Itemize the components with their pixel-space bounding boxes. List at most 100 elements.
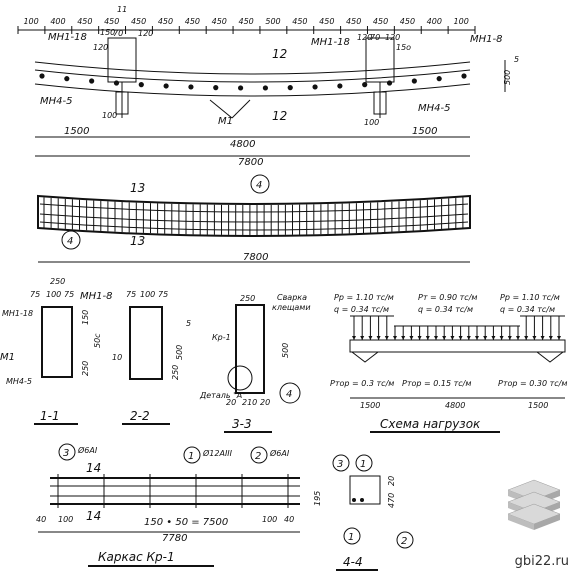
section-4-4-body: [349, 475, 381, 505]
sec44-callout-2: [396, 531, 414, 549]
top-dim-label: 450: [77, 17, 92, 26]
load-arrowhead: [458, 336, 463, 340]
label-mn1-18-left: МН1-18: [48, 32, 87, 43]
cage-dim-mid: 150 • 50 = 7500: [144, 517, 228, 528]
cage-label-2: Ø6АI: [269, 448, 290, 458]
dim-120-right: 120: [357, 33, 372, 42]
sec33-top-dim: 250: [240, 294, 255, 303]
label-mn1-8: МН1-8: [470, 34, 502, 45]
plate-right: [373, 91, 387, 115]
sec44-bar-dot-a: [352, 498, 356, 502]
load-p-left: Pр = 1.10 тс/м: [334, 293, 394, 302]
load-q-right: q = 0.34 тс/м: [500, 305, 555, 314]
plan-mesh: [39, 197, 469, 235]
cage-callout-1-label: 1: [188, 451, 194, 462]
section-1-1: 250 75 100 75 МН1-8 МН1-18 М1 МН4-5 150 …: [0, 277, 112, 425]
sec33-detail: Деталь "А": [199, 391, 246, 400]
label-m1: М1: [218, 116, 233, 127]
cage-title: Каркас Кр-1: [98, 550, 175, 564]
callout-4-upper: [250, 174, 270, 194]
top-dim-label: 450: [346, 17, 361, 26]
plan-outline: [37, 194, 471, 237]
load-ptr-left: Pтор = 0.3 тс/м: [330, 379, 394, 388]
load-arrowhead: [434, 336, 438, 340]
load-dim-1500-right: 1500: [528, 401, 548, 410]
sec11-dim-250: 250: [81, 361, 90, 376]
dim-120-left-b: 120: [138, 29, 153, 38]
beam-rebar-line: [34, 69, 471, 83]
load-arrowhead: [532, 336, 537, 340]
cage-label-3: Ø6АI: [77, 445, 98, 455]
top-dim-label: 450: [373, 17, 388, 26]
load-p-mid: Pт = 0.90 тс/м: [418, 293, 477, 302]
sec22-dim-250: 250: [171, 365, 180, 380]
section-4-4: 3 1 1 2 20 470 195 4-4: [313, 454, 414, 571]
sec33-bot-b: 210: [242, 398, 257, 407]
sec33-bot-c: 20: [260, 398, 270, 407]
sec11-dim-b: 100: [46, 290, 61, 299]
rebar-dot: [89, 78, 95, 84]
cage-label-14-upper: 14: [86, 461, 101, 475]
label-12-lower: 12: [272, 109, 287, 123]
dim-1500-left: 1500: [64, 126, 89, 137]
section-3-3: 250 Сварка клещами Кр-1 500 Деталь "А" 2…: [199, 293, 311, 433]
load-beam: [349, 339, 566, 353]
dim-7800-plan: 7800: [243, 252, 268, 263]
detail-a-circle: [227, 365, 253, 391]
label-mn4-5-left: МН4-5: [40, 96, 72, 107]
top-dim-label: 450: [400, 17, 415, 26]
site-watermark[interactable]: gbi22.ru: [514, 554, 569, 569]
rebar-dot: [337, 83, 343, 89]
rebar-dot: [213, 85, 219, 91]
dim-70-right: 70: [370, 33, 380, 42]
cage-kr1: 3 Ø6АI 1 Ø12АIII 2 Ø6АI 14 14 40 100 150…: [36, 443, 300, 567]
mesh-longitudinal: [39, 213, 469, 223]
sec11-mn1-18: МН1-18: [2, 309, 33, 318]
support-left: [350, 351, 380, 363]
load-arrowhead: [352, 336, 356, 340]
cage-dim-40-left: 40: [36, 515, 46, 524]
cage-dim-100-left: 100: [58, 515, 73, 524]
rebar-dot: [113, 80, 120, 86]
callout-4-upper-label: 4: [256, 180, 262, 191]
top-dim-label: 400: [50, 17, 65, 26]
sec33-kr1: Кр-1: [212, 333, 231, 342]
dim-100-left: 100: [102, 111, 117, 120]
top-dim-label: 450: [212, 17, 227, 26]
mesh-longitudinal: [39, 221, 469, 231]
rebar-dot: [312, 84, 318, 90]
load-arrowhead: [450, 336, 455, 340]
leader-m1-a: [209, 99, 233, 119]
label-11: 11: [117, 5, 127, 14]
load-ptr-mid: Pтор = 0.15 тс/м: [402, 379, 471, 388]
load-arrowhead: [401, 336, 406, 340]
label-mn1-18-right: МН1-18: [311, 37, 350, 48]
load-arrowhead: [475, 336, 479, 340]
top-dim-label: 450: [104, 17, 119, 26]
load-arrowhead: [466, 336, 471, 340]
sec44-bar-dot-b: [360, 498, 364, 502]
sec33-bot-a: 20: [226, 398, 236, 407]
top-dim-label: 400: [427, 17, 442, 26]
plate-left: [115, 91, 129, 115]
dim-120-right-b: 120: [385, 33, 400, 42]
top-dim-label: 500: [265, 17, 280, 26]
sec33-kleshami: клещами: [272, 303, 311, 312]
sec44-dim-470: 470: [387, 493, 396, 508]
top-dim-label: 450: [185, 17, 200, 26]
cage-dim-100-right: 100: [262, 515, 277, 524]
cage-callout-1: [183, 446, 201, 464]
beam-bottom-edge: [34, 83, 471, 97]
cage-label-1: Ø12АIII: [202, 448, 233, 458]
load-title: Схема нагрузок: [380, 417, 481, 431]
sec22-dim-500: 500: [175, 345, 184, 360]
load-arrowhead: [417, 336, 422, 340]
top-dim-label: 450: [239, 17, 254, 26]
load-arrowhead: [360, 336, 365, 340]
rebar-dot: [64, 76, 70, 82]
load-arrowhead: [507, 336, 512, 340]
dim-500-side: 500: [503, 70, 512, 85]
load-arrowhead: [491, 336, 496, 340]
sec11-mn4-5: МН4-5: [6, 377, 32, 386]
rebar-dot: [287, 85, 293, 91]
